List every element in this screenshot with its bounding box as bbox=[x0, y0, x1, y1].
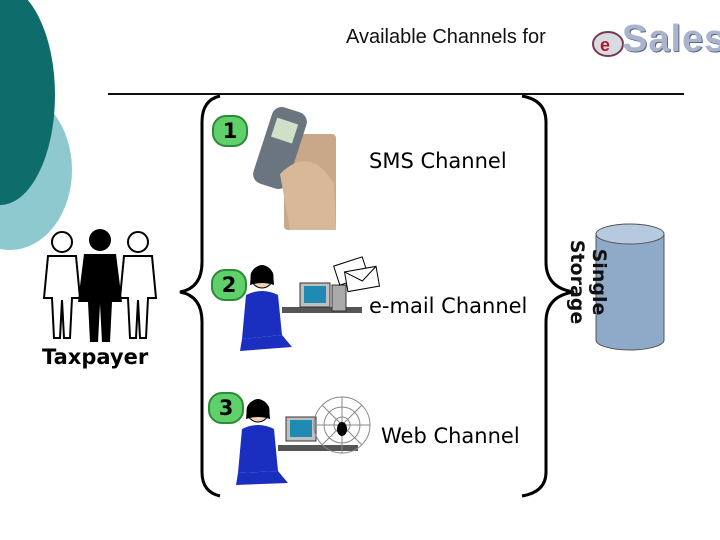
slide-decoration bbox=[0, 0, 72, 250]
storage-line-2: Storage bbox=[566, 239, 588, 325]
web-user-icon bbox=[236, 396, 371, 485]
web-channel-label: Web Channel bbox=[381, 424, 520, 448]
header-divider bbox=[108, 93, 684, 95]
email-channel-label: e-mail Channel bbox=[369, 294, 528, 318]
email-user-icon bbox=[240, 256, 381, 351]
logo-letter: e bbox=[600, 35, 610, 55]
storage-cylinder-icon bbox=[595, 223, 665, 351]
esales-logo: e bbox=[591, 27, 625, 61]
taxpayer-group-icon bbox=[42, 229, 158, 342]
brand-name: Sales bbox=[622, 18, 720, 60]
channel-3-badge: 3 bbox=[208, 392, 244, 424]
sms-channel-label: SMS Channel bbox=[369, 149, 507, 173]
channel-2-badge: 2 bbox=[211, 269, 247, 301]
mobile-phone-icon bbox=[253, 106, 336, 230]
page-title: Available Channels for bbox=[346, 26, 546, 48]
storage-line-1: Single bbox=[588, 248, 610, 316]
storage-label: Single Storage bbox=[566, 217, 610, 347]
taxpayer-label: Taxpayer bbox=[42, 345, 149, 369]
channel-1-badge: 1 bbox=[212, 115, 248, 147]
channel-brace bbox=[179, 94, 575, 498]
